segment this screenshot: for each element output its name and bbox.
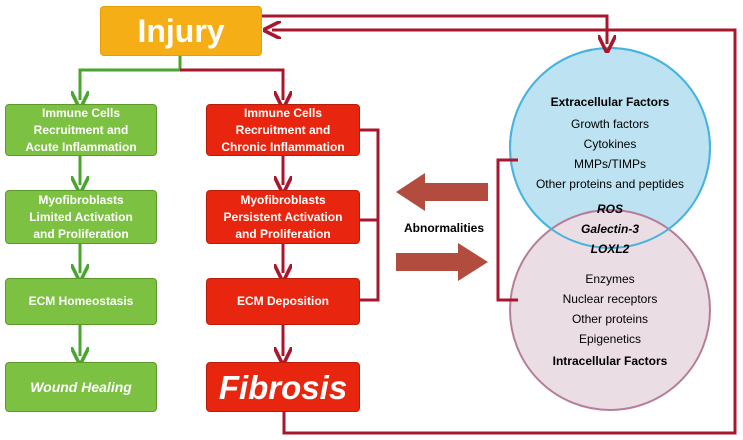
fibrosis-box: Fibrosis bbox=[206, 362, 360, 412]
shared-item: Galectin-3 bbox=[580, 222, 640, 236]
extracellular-title: Extracellular Factors bbox=[550, 95, 670, 109]
box-line: Acute Inflammation bbox=[25, 139, 137, 154]
box-label: Fibrosis bbox=[218, 368, 348, 406]
wound-healing-box: Wound Healing bbox=[5, 362, 157, 412]
arrow-injury-to-middle bbox=[180, 68, 283, 100]
intracellular-item: Nuclear receptors bbox=[562, 292, 658, 306]
shared-item: LOXL2 bbox=[590, 242, 630, 256]
limited-activation-box: Myofibroblasts Limited Activation and Pr… bbox=[5, 190, 157, 244]
injury-box: Injury bbox=[100, 6, 262, 56]
acute-inflammation-box: Immune Cells Recruitment and Acute Infla… bbox=[5, 104, 157, 156]
shared-item: ROS bbox=[596, 202, 623, 216]
circle-bracket bbox=[496, 158, 518, 302]
intracellular-circle bbox=[509, 209, 711, 411]
box-label: ECM Homeostasis bbox=[28, 294, 134, 308]
arrow-abnormal-left bbox=[396, 173, 488, 211]
box-line: and Proliferation bbox=[235, 226, 331, 241]
box-label: ECM Deposition bbox=[237, 294, 329, 308]
injury-label: Injury bbox=[137, 12, 225, 49]
intracellular-title: Intracellular Factors bbox=[552, 354, 668, 368]
extracellular-item: Other proteins and peptides bbox=[535, 177, 685, 191]
middle-bracket bbox=[360, 128, 380, 302]
ecm-deposition-box: ECM Deposition bbox=[206, 278, 360, 325]
box-line: Chronic Inflammation bbox=[221, 139, 345, 154]
intracellular-item: Epigenetics bbox=[578, 332, 642, 346]
box-line: Immune Cells bbox=[243, 105, 323, 120]
arrow-abnormal-right bbox=[396, 243, 488, 281]
extracellular-item: MMPs/TIMPs bbox=[574, 157, 646, 171]
intracellular-item: Enzymes bbox=[585, 272, 635, 286]
box-line: Myofibroblasts bbox=[38, 192, 124, 207]
arrow-injury-to-left bbox=[80, 55, 182, 100]
box-line: Persistent Activation bbox=[223, 209, 343, 224]
extracellular-item: Cytokines bbox=[583, 137, 637, 151]
abnormalities-label: Abnormalities bbox=[404, 221, 485, 235]
box-line: Recruitment and bbox=[235, 122, 331, 137]
chronic-inflammation-box: Immune Cells Recruitment and Chronic Inf… bbox=[206, 104, 360, 156]
box-line: Myofibroblasts bbox=[240, 192, 326, 207]
box-line: Immune Cells bbox=[41, 105, 121, 120]
box-line: and Proliferation bbox=[33, 226, 129, 241]
intracellular-item: Other proteins bbox=[571, 312, 649, 326]
persistent-activation-box: Myofibroblasts Persistent Activation and… bbox=[206, 190, 360, 244]
extracellular-list: Extracellular Factors Growth factors Cyt… bbox=[515, 92, 705, 194]
ecm-homeostasis-box: ECM Homeostasis bbox=[5, 278, 157, 325]
box-line: Limited Activation bbox=[29, 209, 133, 224]
intracellular-list: Enzymes Nuclear receptors Other proteins… bbox=[515, 269, 705, 371]
shared-factors-list: ROS Galectin-3 LOXL2 bbox=[515, 199, 705, 259]
extracellular-item: Growth factors bbox=[570, 117, 650, 131]
arrow-injury-to-circle bbox=[262, 14, 607, 44]
box-line: Recruitment and bbox=[33, 122, 129, 137]
arrow-fibrosis-to-injury bbox=[272, 30, 737, 435]
box-label: Wound Healing bbox=[30, 378, 132, 395]
